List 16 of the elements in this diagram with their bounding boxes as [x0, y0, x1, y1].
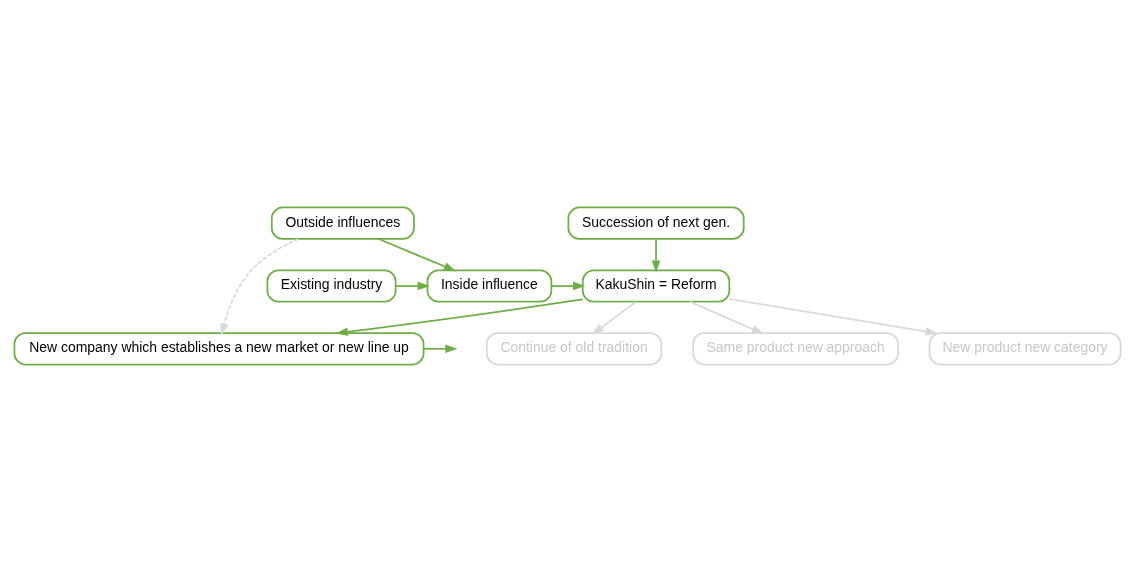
- arrow: [335, 297, 584, 336]
- arrow: [550, 281, 586, 290]
- arrow: [394, 281, 430, 290]
- arrow: [728, 297, 938, 336]
- arrow: [377, 237, 457, 271]
- arrow: [220, 237, 300, 336]
- node-box: New company which establishes a new market or new line up: [13, 331, 425, 365]
- node-box: Inside influence: [426, 268, 553, 303]
- arrow: [591, 300, 637, 335]
- node-box: Succession of next gen.: [567, 206, 745, 240]
- arrow: [422, 344, 458, 353]
- node-box: KakuShin = Reform: [581, 268, 731, 303]
- arrow: [689, 300, 764, 334]
- arrow: [651, 237, 661, 273]
- node-box: Existing industry: [266, 268, 397, 303]
- node-box: Outside influences: [270, 206, 415, 240]
